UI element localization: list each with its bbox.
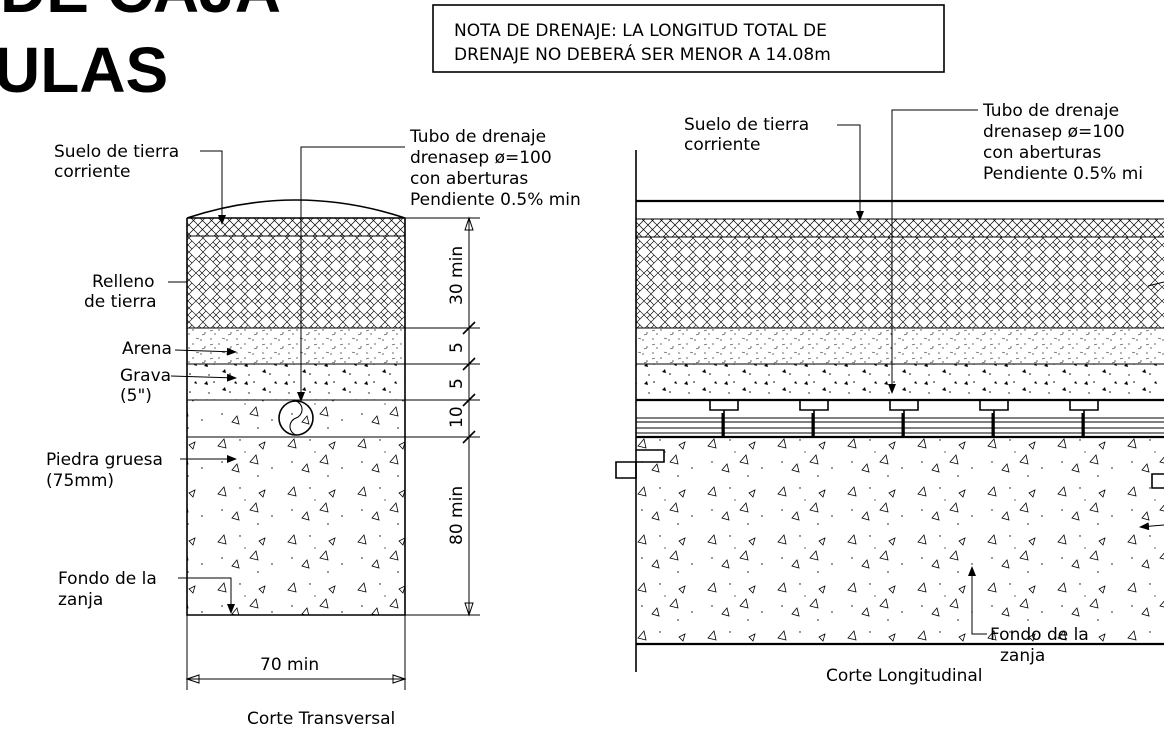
title-line-2: ULAS [0, 34, 168, 106]
label-arena: Arena [122, 339, 172, 359]
dim-5-gravel: 5 [447, 378, 467, 389]
title-line-1: DE CAJA [0, 0, 281, 26]
gravel-layer [187, 364, 405, 400]
label-fondo-2: zanja [58, 590, 103, 610]
label-suelo-2: corriente [54, 162, 131, 182]
topsoil-layer [187, 218, 405, 236]
dim-5-sand: 5 [447, 342, 467, 353]
dim-30-min: 30 min [447, 246, 467, 305]
cross-section: 30 min 5 5 10 80 min 70 min Suelo de tie… [46, 127, 581, 729]
label-grava-2: (5") [120, 386, 152, 406]
label-suelo-1: Suelo de tierra [54, 142, 179, 162]
coarse-stone-layer [187, 437, 405, 615]
fill-soil-layer [187, 236, 405, 328]
label-piedra-1: Piedra gruesa [46, 450, 163, 470]
sand-layer [187, 328, 405, 364]
note-line-1: NOTA DE DRENAJE: LA LONGITUD TOTAL DE [454, 21, 827, 41]
long-stone-layer [636, 437, 1164, 644]
label-relleno-2: de tierra [84, 292, 157, 312]
label-tubo-2: drenasep ø=100 [410, 148, 552, 168]
label-piedra-2: (75mm) [46, 471, 114, 491]
long-label-fondo-1: Fondo de la [990, 625, 1089, 645]
long-fill-soil-layer [636, 237, 1164, 328]
label-fondo-1: Fondo de la [58, 569, 157, 589]
label-tubo-3: con aberturas [410, 169, 528, 189]
label-tubo-4: Pendiente 0.5% min [410, 190, 581, 210]
long-label-tubo-3: con aberturas [983, 143, 1101, 163]
caption-corte-transversal: Corte Transversal [247, 709, 395, 729]
dim-width-70-min: 70 min [260, 655, 319, 675]
caption-corte-longitudinal: Corte Longitudinal [826, 666, 983, 686]
label-tubo-1: Tubo de drenaje [409, 127, 546, 147]
long-gravel-layer [636, 364, 1164, 400]
long-label-suelo-1: Suelo de tierra [684, 115, 809, 135]
dim-10: 10 [447, 406, 467, 428]
long-label-tubo-4: Pendiente 0.5% mi [983, 164, 1143, 184]
long-label-suelo-2: corriente [684, 135, 761, 155]
long-topsoil-layer [636, 219, 1164, 237]
label-grava-1: Grava [120, 366, 171, 386]
topsoil-cap [186, 199, 406, 219]
long-label-tubo-1: Tubo de drenaje [982, 101, 1119, 121]
longitudinal-section: Suelo de tierra corriente Tubo de drenaj… [615, 101, 1164, 686]
drainage-note-box: NOTA DE DRENAJE: LA LONGITUD TOTAL DE DR… [432, 4, 945, 73]
long-label-tubo-2: drenasep ø=100 [983, 122, 1125, 142]
label-relleno-1: Relleno [92, 272, 155, 292]
long-sand-layer [636, 328, 1164, 364]
note-line-2: DRENAJE NO DEBERÁ SER MENOR A 14.08m [454, 43, 831, 65]
dim-80-min: 80 min [447, 486, 467, 545]
long-label-fondo-2: zanja [1000, 646, 1045, 666]
drain-pipe-section [278, 400, 314, 436]
pipe-supports [709, 399, 1099, 437]
